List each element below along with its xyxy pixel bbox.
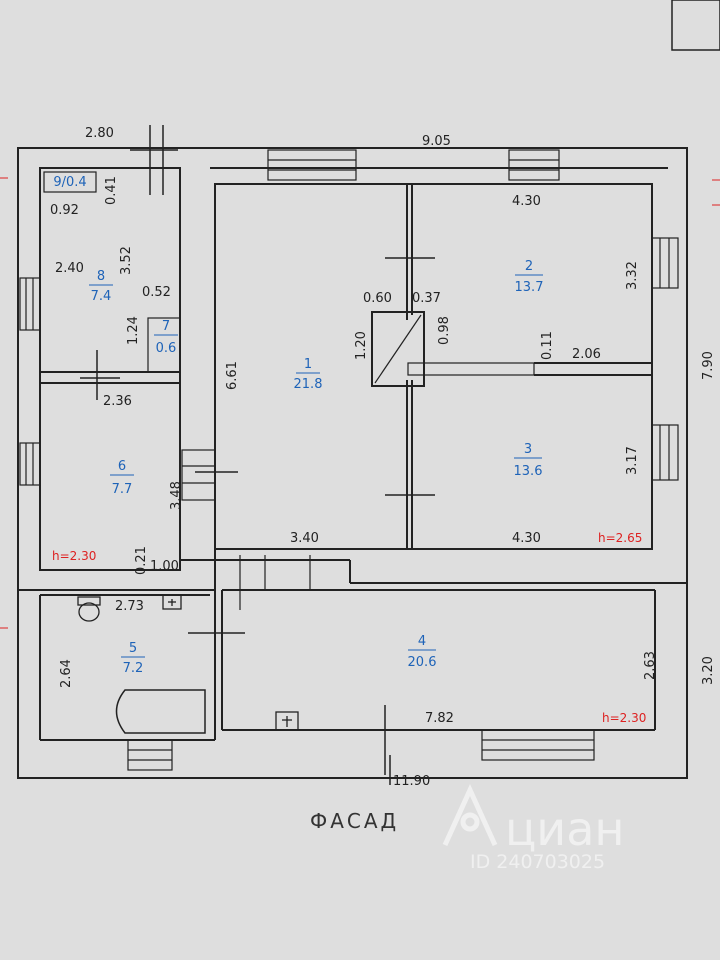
room-9-label: 9/0.4 (53, 175, 86, 190)
dim-11-90: 11.90 (393, 774, 430, 789)
chimney (371, 311, 425, 387)
window-inner-6 (181, 449, 216, 501)
dim-3-32: 3.32 (625, 261, 640, 290)
dim-0-11: 0.11 (540, 331, 555, 360)
cian-watermark: циан ID 240703025 (442, 783, 624, 873)
dim-0-98: 0.98 (437, 316, 452, 345)
height-room-6: h=2.30 (52, 549, 96, 563)
dim-2-73: 2.73 (115, 599, 144, 614)
dim-0-60: 0.60 (363, 291, 392, 306)
dim-0-52: 0.52 (142, 285, 171, 300)
dim-3-48: 3.48 (169, 481, 184, 510)
dim-6-61: 6.61 (225, 361, 240, 390)
interior-walls (18, 171, 687, 741)
sink-icon (162, 594, 182, 610)
bathtub-icon (115, 689, 206, 734)
dim-2-64: 2.64 (59, 659, 74, 688)
dim-3-40: 3.40 (290, 531, 319, 546)
dim-9-05: 9.05 (422, 134, 451, 149)
window-right-upper (651, 237, 679, 289)
room-6-number: 6 (118, 459, 126, 474)
window-left-upper (19, 277, 41, 331)
window-right-lower (651, 424, 679, 481)
dim-1-20: 1.20 (354, 331, 369, 360)
cian-listing-id: ID 240703025 (470, 851, 605, 873)
stove-icon (275, 711, 299, 731)
room-3-number: 3 (524, 442, 532, 457)
room-2-area: 13.7 (515, 280, 544, 295)
dim-0-41: 0.41 (104, 176, 119, 205)
window-top-left (267, 149, 357, 181)
cian-logo-icon (442, 783, 498, 847)
dim-7-82: 7.82 (425, 711, 454, 726)
room-1-area: 21.8 (294, 377, 323, 392)
room-2-number: 2 (525, 259, 533, 274)
window-left-lower (19, 442, 41, 486)
dim-2-06: 2.06 (572, 347, 601, 362)
room-4-area: 20.6 (408, 655, 437, 670)
room-8-number: 8 (97, 269, 105, 284)
height-room-3: h=2.65 (598, 531, 642, 545)
dim-3-52: 3.52 (119, 246, 134, 275)
dim-2-36: 2.36 (103, 394, 132, 409)
facade-label: ФАСАД (310, 809, 399, 833)
window-bottom-right (481, 729, 595, 761)
outer-walls (17, 147, 688, 779)
ceiling-heights: h=2.30 h=2.65 h=2.30 (52, 531, 646, 725)
cian-brand-text: циан (505, 802, 624, 856)
dim-3-20: 3.20 (701, 656, 716, 685)
dimension-labels: 2.80 9.05 4.30 0.41 0.92 2.40 3.52 0.52 … (50, 126, 716, 789)
room-labels: 1 21.8 2 13.7 3 13.6 4 20.6 5 7.2 6 7.7 … (53, 175, 543, 676)
room-7-area: 0.6 (156, 341, 177, 356)
room-8-area: 7.4 (91, 289, 112, 304)
toilet-icon (77, 596, 101, 622)
room-1-number: 1 (304, 357, 312, 372)
room-3-area: 13.6 (514, 464, 543, 479)
dim-7-90: 7.90 (701, 351, 716, 380)
dim-4-30-top: 4.30 (512, 194, 541, 209)
room-5-area: 7.2 (123, 661, 144, 676)
dim-2-40: 2.40 (55, 261, 84, 276)
dim-2-63: 2.63 (643, 651, 658, 680)
dim-4-30-bottom: 4.30 (512, 531, 541, 546)
window-bottom-left (127, 739, 173, 771)
room-7-number: 7 (162, 319, 170, 334)
room-5-number: 5 (129, 641, 137, 656)
dim-0-21: 0.21 (134, 546, 149, 575)
window-top-right (508, 149, 560, 181)
dim-1-00: 1.00 (150, 559, 179, 574)
room-4-number: 4 (418, 634, 426, 649)
dim-0-92: 0.92 (50, 203, 79, 218)
door-marks (80, 125, 435, 785)
paper-edge (671, 0, 720, 51)
dim-1-24: 1.24 (126, 316, 141, 345)
height-room-4: h=2.30 (602, 711, 646, 725)
dim-2-80: 2.80 (85, 126, 114, 141)
dim-0-37: 0.37 (412, 291, 441, 306)
room-6-area: 7.7 (112, 482, 133, 497)
dim-3-17: 3.17 (625, 446, 640, 475)
windows (19, 149, 679, 771)
